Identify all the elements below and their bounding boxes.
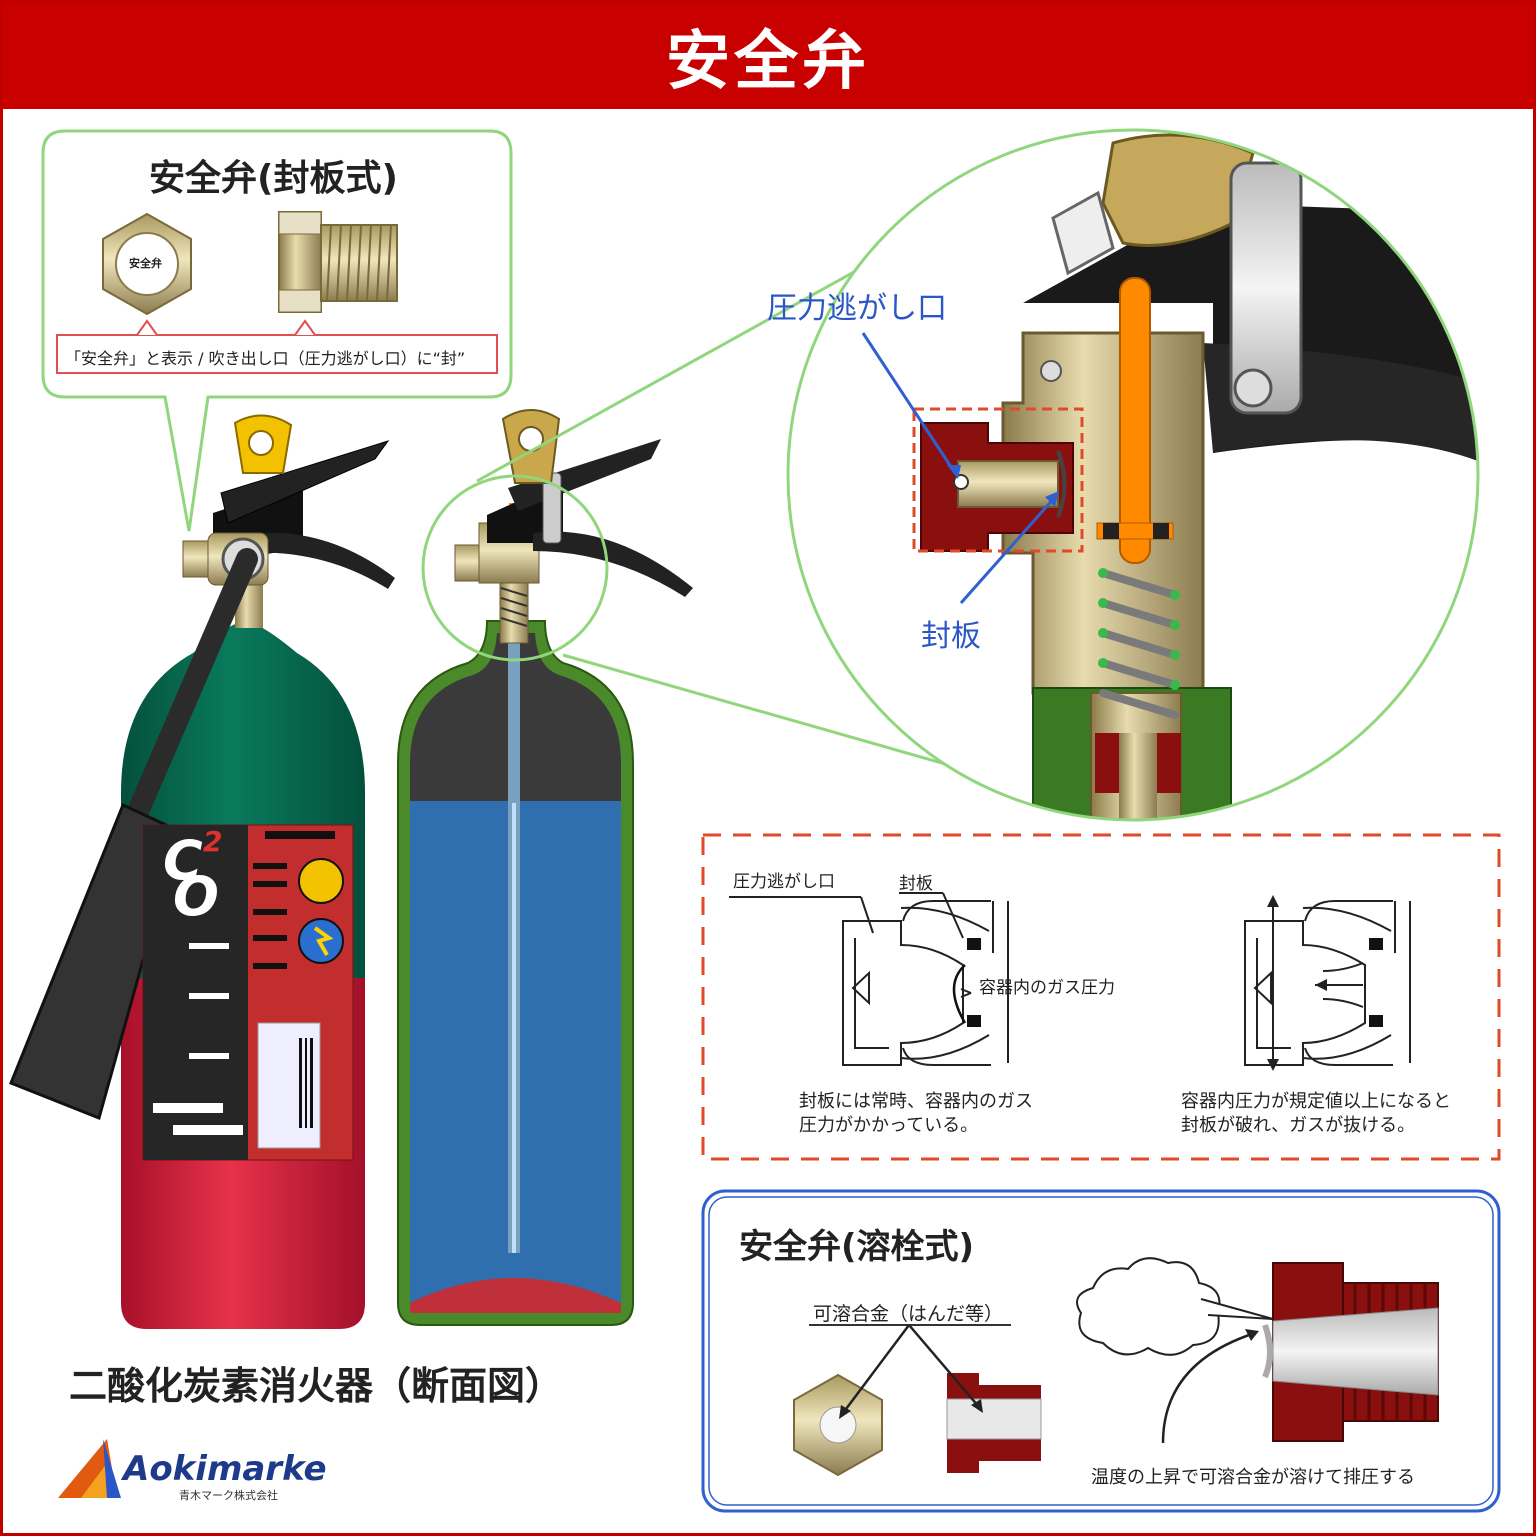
seal-plate-caption: 「安全弁」と表示 / 吹き出し口（圧力逃がし口）に“封” [65,349,466,368]
spec-sticker [257,1022,321,1149]
co2-label-2: 2 [203,825,223,858]
page-title: 安全弁 [3,3,1533,109]
zoom-seal-plate-label: 封板 [921,619,981,654]
mech-gas-pressure-label: 容器内のガス圧力 [979,978,1115,998]
mech-burst-caption-2: 封板が破れ、ガスが抜ける。 [1181,1115,1416,1136]
nut-mark-disc [115,232,179,296]
outlet-pointer [861,332,957,474]
co2-label-o: O [173,865,219,928]
mechanism-box [701,833,1501,1161]
fusible-caption: 温度の上昇で可溶合金が溶けて排圧する [1091,1467,1415,1488]
diagram-art [9,128,1501,1513]
brand-sub: 青木マーク株式会社 [179,1489,278,1502]
seal-plate-title: 安全弁(封板式) [149,158,398,199]
fusible-alloy-label: 可溶合金（はんだ等） [813,1303,1004,1325]
oil-fire-icon [298,858,344,904]
fusible-plug-large [1262,1262,1439,1442]
mech-normal-caption-2: 圧力がかかっている。 [799,1115,979,1136]
brand-logo-mark [58,1439,121,1498]
nut-mark-text: 安全弁 [129,257,162,270]
caption-pointer-right [294,319,316,336]
brand-name: Aokimarke [123,1449,327,1489]
plate-pointer [959,496,1057,604]
mechanism-normal [729,892,1009,1066]
valve-head-left [182,414,395,589]
mechanism-burst [1244,898,1411,1068]
zoom-source-circle [421,474,609,662]
seal-plug-side [278,211,398,313]
extinguisher-caption: 二酸化炭素消火器（断面図） [69,1364,564,1408]
zoom-valve-section [788,130,1478,820]
fusible-plug-small [946,1373,1042,1473]
discharge-hose [122,548,258,834]
melt-arrow [1161,1331,1256,1444]
hose-horn [9,802,181,1121]
mech-plate-label: 封板 [899,874,933,894]
steam-cloud [1076,1257,1221,1356]
seal-highlight-box [912,407,1084,553]
seal-caption-box [56,334,498,374]
fusible-title: 安全弁(溶栓式) [739,1227,975,1267]
caption-pointer-left [136,319,158,336]
extinguisher-section [397,409,693,1326]
mech-outlet-label: 圧力逃がし口 [733,872,835,892]
zoom-pressure-outlet-label: 圧力逃がし口 [767,291,947,326]
extinguisher-exterior [9,414,395,1329]
co2-label-c: C [163,829,203,892]
mech-burst-caption-1: 容器内圧力が規定値以上になると [1181,1091,1451,1112]
zoom-circle [786,128,1480,822]
mech-normal-caption-1: 封板には常時、容器内のガス [799,1091,1033,1112]
